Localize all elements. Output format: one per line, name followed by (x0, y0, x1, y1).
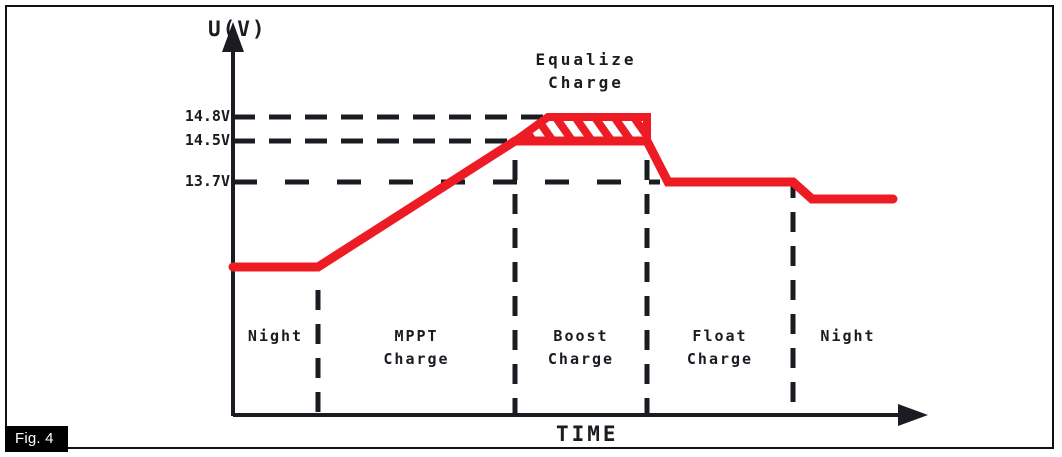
y-tick-label-14-5: 14.5V (184, 131, 230, 149)
stage-label-night-2: Night (793, 325, 903, 348)
stage-label-float-line1: Float (692, 327, 748, 345)
stage-label-night-1: Night (233, 325, 318, 348)
y-tick-label-13-7: 13.7V (184, 172, 230, 190)
equalize-word-2: Charge (548, 73, 624, 93)
equalize-charge-annotation: Equalize Charge (506, 48, 666, 94)
figure-border (5, 5, 1054, 449)
stage-label-mppt-line2: Charge (383, 350, 450, 369)
stage-label-float-line2: Charge (686, 350, 754, 369)
stage-label-mppt-charge: MPPT Charge (318, 325, 515, 372)
equalize-annotation-text: Equalize Charge (506, 48, 666, 94)
stage-divider-lines (315, 160, 796, 413)
stage-label-boost-charge: Boost Charge (515, 325, 647, 372)
stage-label-mppt-line1: MPPT (394, 327, 439, 345)
equalize-word-1: Equalize (535, 50, 637, 69)
stage-label-night-2-line1: Night (820, 327, 876, 345)
x-axis (233, 404, 928, 426)
figure-caption: Fig. 4 (5, 426, 68, 452)
y-axis-title: U(V) (208, 17, 267, 41)
voltage-curve (228, 136, 898, 272)
y-tick-label-14-8: 14.8V (184, 107, 230, 125)
stage-label-float-charge: Float Charge (647, 325, 793, 372)
stage-label-night-1-line1: Night (247, 327, 304, 345)
x-axis-title: TIME (556, 422, 619, 446)
stage-label-boost-line1: Boost (553, 327, 609, 345)
y-axis (222, 22, 244, 416)
stage-label-boost-line2: Charge (547, 350, 615, 369)
